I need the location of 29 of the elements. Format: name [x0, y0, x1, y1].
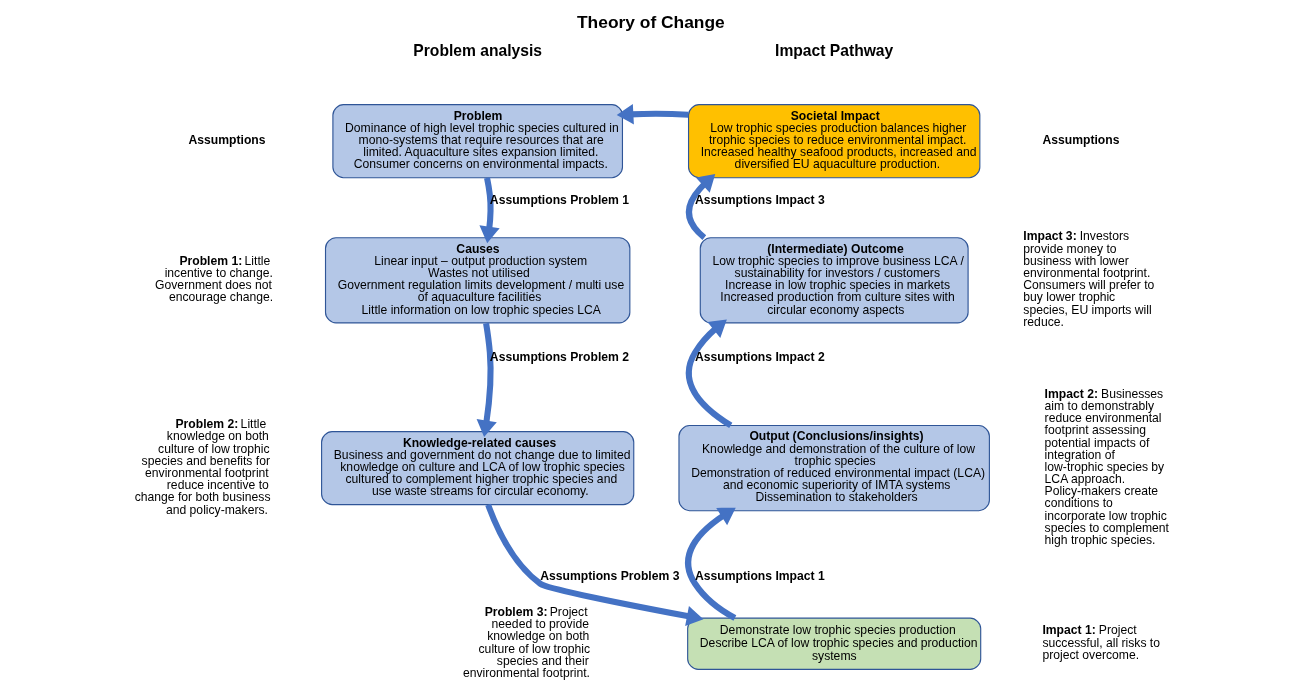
label: Problem analysis — [413, 42, 543, 60]
label: Impact 3: Investors provide money to business with lower environmental footprint. Consumers will prefer to buy lower trophic species, EU imports will reduce. — [1023, 229, 1155, 329]
node-box: Problem Dominance of high level trophic species cultured in mono-systems that require resources that are limited. Aquaculture sites expansion limited. Consumer concerns on environmental impacts. — [332, 104, 624, 179]
node-box: Societal Impact Low trophic species production balances higher trophic species to reduce environmental impact. Increased healthy seafood products, increased and diversified EU aquaculture production. — [687, 104, 981, 179]
node-box: Demonstrate low trophic species production Describe LCA of low trophic species and production systems — [687, 617, 982, 670]
node-box: Causes Linear input – output production system Wastes not utilised Government regulation limits development / multi use of aquaculture facilities Little information on low trophic species LCA — [324, 237, 631, 324]
label: Impact 2: Businesses aim to demonstrably reduce environmental footprint assessing potential impacts of integration of low-trophic species by LCA approach. Policy-makers create conditions to incorporate low trophic species to complement high trophic species. — [1044, 386, 1169, 547]
label: Assumptions — [1042, 132, 1120, 147]
arrow — [479, 177, 500, 244]
edge-label: Assumptions Impact 1 — [695, 568, 825, 583]
arrow — [485, 503, 704, 627]
arrow — [476, 322, 497, 438]
node-box: Output (Conclusions/insights) Knowledge and demonstration of the culture of low trophic species Demonstration of reduced environmental impact (LCA) and economic superiority of IMTA systems Dissemination to stakeholders — [678, 424, 990, 512]
label: Problem 3: Project needed to provide knowledge on both culture of low trophic species and their environmental footprint. — [462, 605, 591, 680]
label: Impact 1: Project successful, all risks to project overcome. — [1042, 623, 1160, 662]
label: Problem 1: Little incentive to change. Government does not encourage change. — [155, 253, 274, 305]
label: Problem 2: Little knowledge on both culture of low trophic species and benefits for environmental footprint reduce incentive to change for both business and policy-makers. — [134, 417, 271, 517]
edge-label: Assumptions Problem 3 — [540, 568, 680, 583]
label: Impact Pathway — [775, 42, 894, 60]
arrow — [686, 174, 716, 240]
node-box: Knowledge-related causes Business and government do not change due to limited knowledge on culture and LCA of low trophic species cultured to complement higher trophic species and use waste streams for circular economy. — [321, 431, 635, 506]
arrow — [685, 319, 733, 428]
diagram-title: Theory of Change — [577, 12, 725, 33]
edge-label: Assumptions Impact 3 — [695, 192, 825, 207]
node-box: (Intermediate) Outcome Low trophic species to improve business LCA / sustainability for investors / customers Increase in low trophic species in markets Increased production from culture sites with circular economy aspects — [699, 237, 969, 324]
edge-label: Assumptions Impact 2 — [695, 350, 825, 365]
arrow — [616, 104, 689, 125]
label: Assumptions — [188, 132, 266, 147]
arrow — [685, 507, 737, 621]
